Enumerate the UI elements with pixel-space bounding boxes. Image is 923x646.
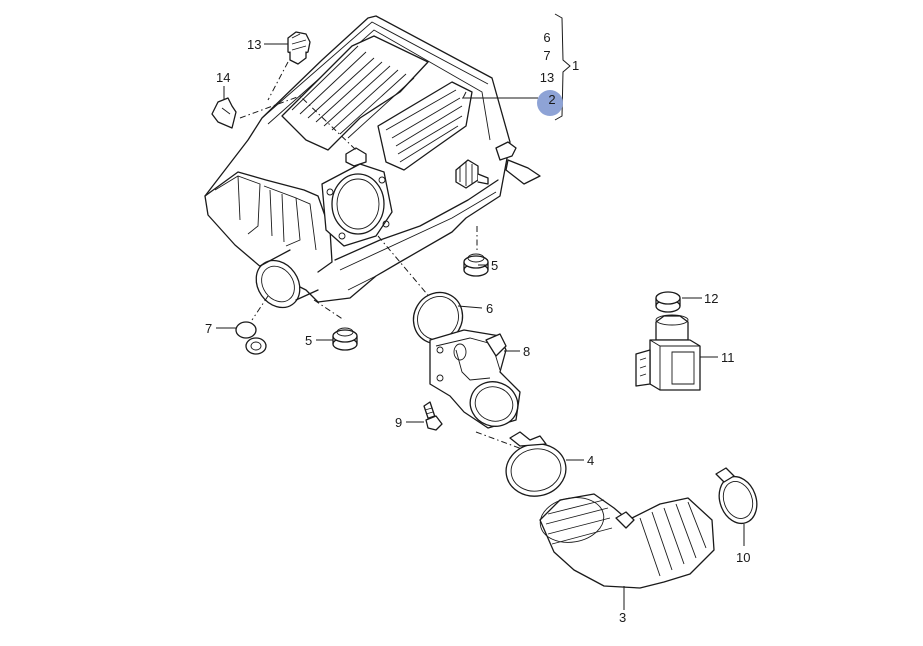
group-label-2[interactable]: 2 [548, 92, 555, 107]
part-7-clip [235, 321, 267, 355]
group-label-13[interactable]: 13 [540, 70, 554, 85]
group-brace [462, 13, 571, 121]
group-label-list: 6 7 13 2 1 [540, 30, 579, 107]
group-total-label[interactable]: 1 [572, 58, 579, 73]
part-5-grommet-lower [332, 327, 358, 351]
callout-12[interactable]: 12 [704, 291, 718, 306]
part-12-cap [655, 291, 681, 313]
callout-9[interactable]: 9 [395, 415, 402, 430]
callout-5-upper[interactable]: 5 [491, 258, 498, 273]
part-13-sensor [287, 31, 311, 65]
part-10-clamp [715, 467, 758, 525]
part-8-air-mass-meter [429, 329, 521, 429]
callout-8[interactable]: 8 [523, 344, 530, 359]
air-filter-housing [204, 15, 541, 309]
part-14-clip [211, 97, 237, 129]
group-label-7[interactable]: 7 [543, 48, 550, 63]
group-label-6[interactable]: 6 [543, 30, 550, 45]
callout-11[interactable]: 11 [721, 350, 735, 365]
part-6-o-ring [412, 291, 464, 345]
part-4-clamp [505, 431, 567, 497]
callout-3[interactable]: 3 [619, 610, 626, 625]
callout-labels: 13 14 5 6 8 12 11 7 5 9 4 10 3 [205, 37, 750, 625]
part-11-connector [635, 314, 701, 391]
callout-13[interactable]: 13 [247, 37, 261, 52]
part-9-bolt [423, 401, 443, 431]
leader-lines [216, 43, 745, 610]
part-3-intake-hose [539, 493, 715, 589]
highlight-marker [537, 90, 563, 116]
callout-5-lower[interactable]: 5 [305, 333, 312, 348]
callout-4[interactable]: 4 [587, 453, 594, 468]
callout-14[interactable]: 14 [216, 70, 230, 85]
callout-7[interactable]: 7 [205, 321, 212, 336]
callout-6[interactable]: 6 [486, 301, 493, 316]
callout-10[interactable]: 10 [736, 550, 750, 565]
